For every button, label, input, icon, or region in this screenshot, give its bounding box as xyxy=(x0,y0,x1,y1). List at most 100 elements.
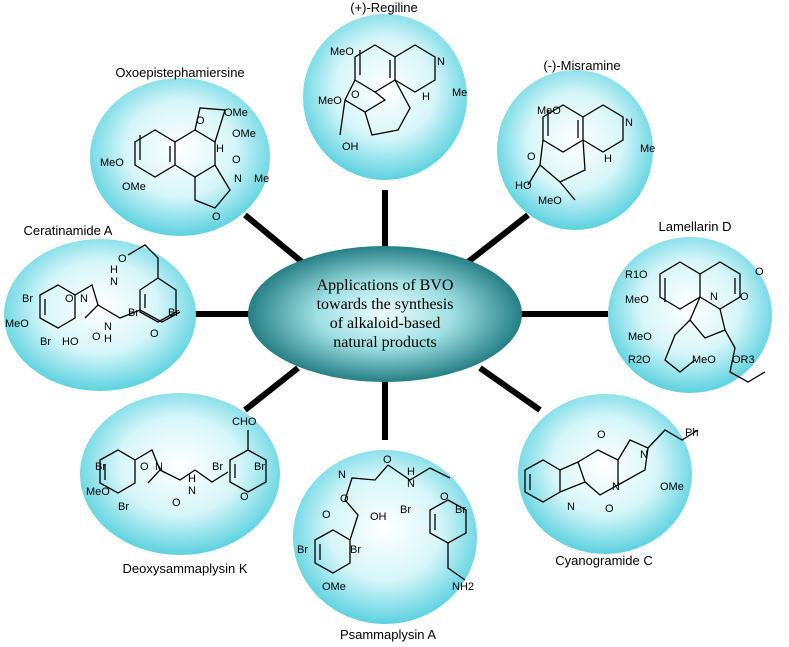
spoke-misramine xyxy=(466,212,530,265)
atom-psa-7: Br xyxy=(400,504,411,516)
atom-cer-3: Br xyxy=(22,293,33,305)
atom-psa-11: Br xyxy=(350,544,361,556)
atom-psa-0: O xyxy=(383,454,392,466)
atom-psa-9: O xyxy=(440,491,449,503)
center-line-2: towards the synthesis xyxy=(317,296,454,313)
bubble-regiline xyxy=(303,14,467,180)
bubble-misramine xyxy=(497,70,653,230)
atom-cer-2: O xyxy=(118,253,127,265)
label-misramine: (-)-Misramine xyxy=(543,58,620,73)
atom-cer-9: O xyxy=(92,331,101,343)
atom-regiline-6: OH xyxy=(342,141,359,153)
atom-psa-2: H xyxy=(407,466,415,478)
center-line-4: natural products xyxy=(333,334,437,351)
label-regiline: (+)-Regiline xyxy=(350,0,418,15)
label-psammaplysin: Psammaplysin A xyxy=(340,627,436,642)
atom-psa-4: O xyxy=(340,493,349,505)
atom-oxo-7: N xyxy=(234,173,242,185)
atom-deo-1: Br xyxy=(95,461,106,473)
atom-regiline-4: MeO xyxy=(318,95,342,107)
label-ceratinamide: Ceratinamide A xyxy=(24,223,113,238)
atom-misramine-2: Me xyxy=(640,143,655,155)
atom-deo-8: N xyxy=(188,485,196,497)
atom-regiline-5: O xyxy=(351,89,360,101)
atom-deo-6: O xyxy=(172,497,181,509)
structure-misramine: MeO N Me H O HO MeO xyxy=(515,104,655,207)
atom-misramine-1: N xyxy=(625,117,633,129)
atom-deo-3: N xyxy=(155,461,163,473)
atom-deo-11: O xyxy=(240,491,249,503)
center-title: Applications of BVO towards the synthesi… xyxy=(317,277,454,351)
atom-regiline-3: H xyxy=(422,91,430,103)
atom-regiline-1: N xyxy=(437,56,445,68)
atom-cya-1: Ph xyxy=(685,427,698,439)
atom-lam-0: R1O xyxy=(625,269,648,281)
atom-oxo-4: MeO xyxy=(100,157,124,169)
atom-regiline-0: MeO xyxy=(330,46,354,58)
spoke-oxoepistephamiersine xyxy=(243,212,304,265)
atom-oxo-1: OMe xyxy=(224,107,248,119)
label-cyanogramide: Cyanogramide C xyxy=(555,553,653,568)
atom-oxo-3: H xyxy=(216,143,224,155)
atom-oxo-8: Me xyxy=(254,173,269,185)
atom-psa-6: OH xyxy=(370,511,387,523)
compound-labels: (+)-Regiline (-)-Misramine Oxoepistepham… xyxy=(24,0,732,642)
atom-misramine-6: MeO xyxy=(538,195,562,207)
atom-oxo-0: O xyxy=(196,115,205,127)
structure-cyanogramide: O Ph N OMe N N O xyxy=(524,427,698,515)
atom-lam-1: MeO xyxy=(625,294,649,306)
atom-deo-2: O xyxy=(140,461,149,473)
atom-cer-5: N xyxy=(80,293,88,305)
structure-psammaplysin: O N H N O O OH Br Br O Br Br OMe NH2 xyxy=(297,454,474,593)
atom-cer-8: HO xyxy=(62,336,79,348)
atom-cer-7: Br xyxy=(40,336,51,348)
atom-lam-3: O xyxy=(740,291,749,303)
atom-deo-0: CHO xyxy=(232,416,257,428)
atom-psa-5: O xyxy=(322,509,331,521)
atom-cya-6: O xyxy=(605,503,614,515)
center-line-1: Applications of BVO xyxy=(317,277,454,294)
structure-oxoepistephamiersine: O OMe OMe H MeO OMe O N Me O xyxy=(100,107,269,223)
atom-misramine-5: HO xyxy=(515,180,532,192)
center-line-3: of alkaloid-based xyxy=(330,315,441,332)
atom-psa-3: N xyxy=(407,478,415,490)
atom-psa-1: N xyxy=(338,469,346,481)
atom-cer-14: O xyxy=(150,328,159,340)
atom-cer-4: O xyxy=(65,293,74,305)
atom-cya-5: N xyxy=(567,501,575,513)
structure-regiline: MeO N Me H MeO O OH xyxy=(318,44,467,153)
atom-lam-7: MeO xyxy=(692,354,716,366)
atom-psa-10: Br xyxy=(297,544,308,556)
atom-misramine-4: O xyxy=(527,151,536,163)
atom-deo-9: Br xyxy=(212,461,223,473)
connector-spokes xyxy=(193,190,608,440)
atom-cer-6: MeO xyxy=(5,318,29,330)
atom-cya-3: OMe xyxy=(660,481,684,493)
atom-psa-8: Br xyxy=(455,504,466,516)
atom-psa-13: NH2 xyxy=(452,581,474,593)
structure-ceratinamide: H N O Br O N MeO Br HO O N H Br Br O xyxy=(5,244,181,348)
atom-regiline-2: Me xyxy=(452,87,467,99)
atom-deo-10: Br xyxy=(254,461,265,473)
bubble-psammaplysin xyxy=(293,450,477,624)
label-oxoepistephamiersine: Oxoepistephamiersine xyxy=(115,65,244,80)
atom-cya-0: O xyxy=(597,429,606,441)
atom-cya-2: N xyxy=(640,449,648,461)
atom-lam-5: MeO xyxy=(628,331,652,343)
bubble-ceratinamide xyxy=(4,239,196,391)
atom-psa-12: OMe xyxy=(322,581,346,593)
atom-cya-4: N xyxy=(612,481,620,493)
atom-lam-4: O xyxy=(755,266,764,278)
spoke-deoxysammaplysin xyxy=(243,365,300,413)
atom-oxo-9: O xyxy=(212,211,221,223)
atom-lam-6: R2O xyxy=(628,354,651,366)
atom-cer-13: Br xyxy=(168,307,179,319)
atom-oxo-6: O xyxy=(232,154,241,166)
atom-cer-11: H xyxy=(104,333,112,345)
atom-cer-0: H xyxy=(110,264,118,276)
atom-misramine-0: MeO xyxy=(537,105,561,117)
atom-cer-12: Br xyxy=(128,307,139,319)
spoke-cyanogramide xyxy=(478,365,542,413)
